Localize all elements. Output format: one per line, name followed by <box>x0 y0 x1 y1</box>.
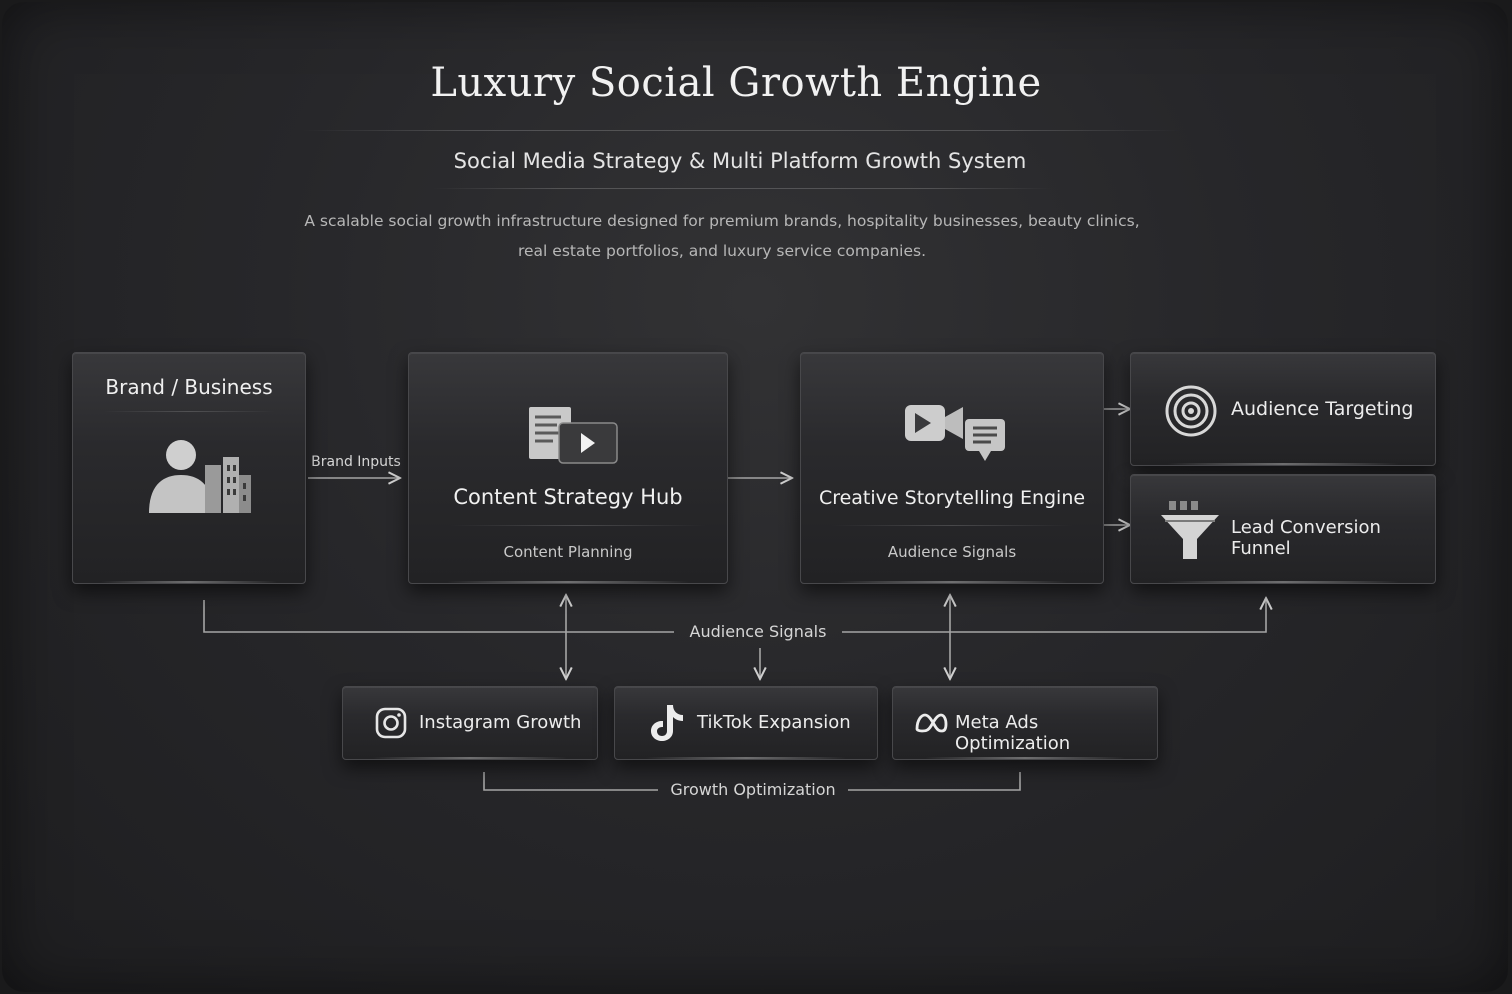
growth-bracket-left <box>483 772 658 791</box>
brand-business-divider <box>103 411 275 412</box>
description-line-1: A scalable social growth infrastructure … <box>304 212 1140 230</box>
brand-business-node: Brand / Business <box>72 352 306 584</box>
document-video-icon <box>529 407 618 464</box>
subtitle-divider <box>432 188 1052 189</box>
audience-signals-label: Audience Signals <box>689 622 827 641</box>
content-hub-divider <box>449 525 707 526</box>
content-strategy-hub-node: Content Strategy Hub Content Planning <box>408 352 728 584</box>
page-subtitle: Social Media Strategy & Multi Platform G… <box>453 149 1027 173</box>
page-description: A scalable social growth infrastructure … <box>272 206 1172 266</box>
meta-ads-optimization-label: Meta Ads Optimization <box>955 712 1071 754</box>
page-title: Luxury Social Growth Engine <box>430 60 1042 106</box>
growth-bracket-right <box>848 772 1021 791</box>
meta-ads-optimization-node: Meta Ads Optimization <box>892 686 1158 760</box>
audience-targeting-label: Audience Targeting <box>1231 398 1414 420</box>
brand-business-title: Brand / Business <box>105 375 273 399</box>
target-icon <box>1165 385 1217 437</box>
description-line-2: real estate portfolios, and luxury servi… <box>517 242 926 260</box>
content-strategy-hub-title: Content Strategy Hub <box>453 485 683 509</box>
content-planning-label: Content Planning <box>503 543 633 561</box>
title-divider <box>302 130 1182 131</box>
storytelling-audience-signals-label: Audience Signals <box>887 543 1017 561</box>
tiktok-icon <box>651 705 683 741</box>
signal-bus-right <box>842 598 1266 633</box>
funnel-icon <box>1161 501 1219 559</box>
tiktok-expansion-node: TikTok Expansion <box>614 686 878 760</box>
lead-conversion-funnel-node: Lead Conversion Funnel <box>1130 474 1436 584</box>
storytelling-divider <box>831 525 1073 526</box>
brand-inputs-label: Brand Inputs <box>311 454 401 470</box>
instagram-growth-node: Instagram Growth <box>342 686 598 760</box>
lead-conversion-funnel-label: Lead Conversion Funnel <box>1231 517 1381 559</box>
meta-icon <box>915 713 948 733</box>
person-building-icon <box>149 440 251 513</box>
growth-optimization-label: Growth Optimization <box>670 780 836 799</box>
creative-storytelling-engine-node: Creative Storytelling Engine Audience Si… <box>800 352 1104 584</box>
instagram-growth-label: Instagram Growth <box>419 712 582 733</box>
audience-targeting-node: Audience Targeting <box>1130 352 1436 466</box>
tiktok-expansion-label: TikTok Expansion <box>697 712 851 733</box>
instagram-icon <box>375 707 407 739</box>
signal-bus-left <box>203 600 674 633</box>
video-chat-icon <box>905 405 1005 461</box>
creative-storytelling-engine-title: Creative Storytelling Engine <box>818 487 1086 509</box>
